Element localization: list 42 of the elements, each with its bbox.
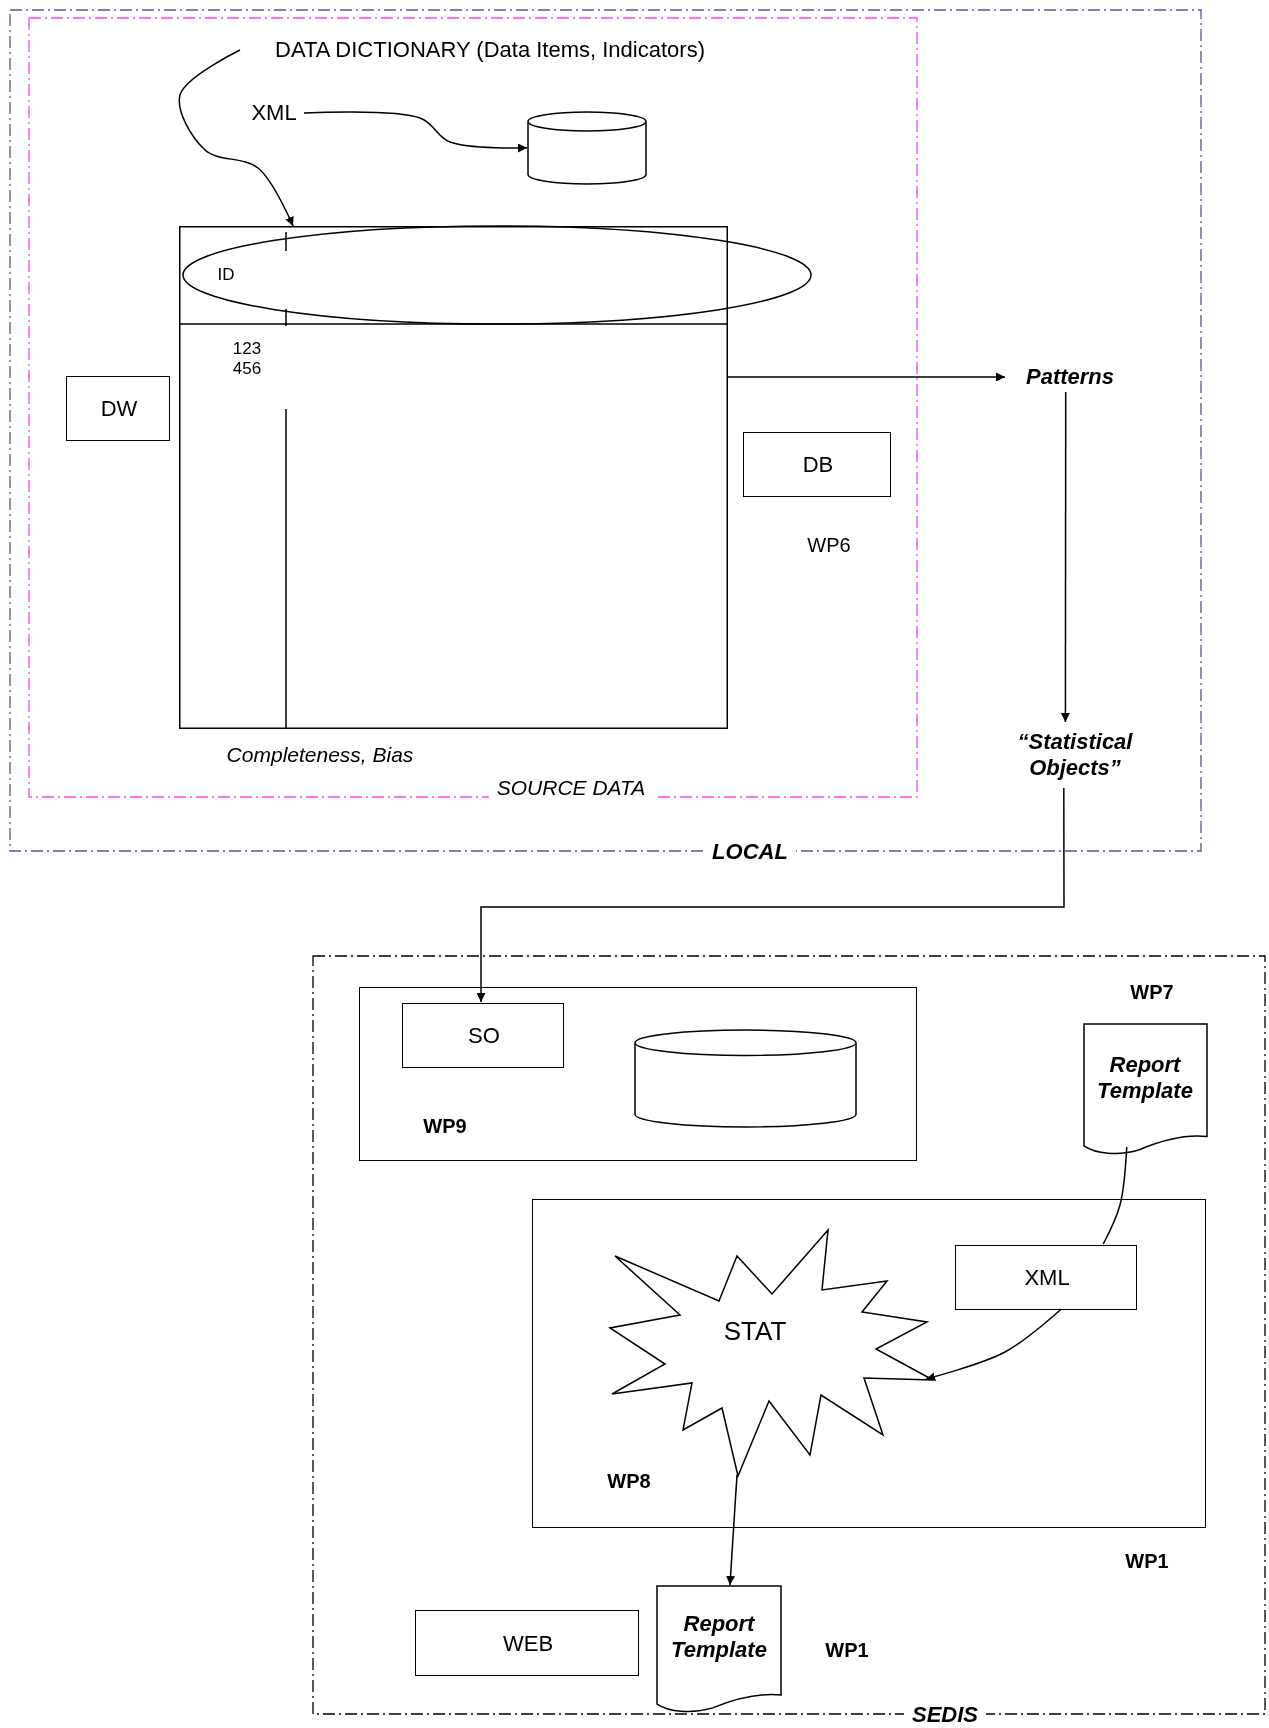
box-label: WP9 [423,1114,467,1138]
work-package-label: WP1 [825,1638,869,1662]
process-box [359,987,917,1161]
arrow [727,372,1006,382]
box-label: STAT [723,1316,787,1348]
database-cylinder [634,1030,857,1128]
text-label: “Statistical Objects” [995,722,1155,788]
ellipse-highlight [182,225,812,325]
connector-line [1102,1146,1128,1245]
box-label: ID [217,264,235,286]
box-label: DW [100,395,138,423]
process-box [955,1245,1137,1310]
process-box [66,376,170,441]
work-package-label: WP6 [807,533,851,557]
text-label: DATA DICTIONARY (Data Items, Indicators) [240,35,740,65]
dashed-region [28,17,918,798]
document-shape [656,1585,782,1713]
database-cylinder [527,112,647,185]
text-label: XML [244,98,304,128]
work-package-label: WP1 [1125,1549,1169,1573]
arrow [178,49,294,227]
box-label: WP8 [607,1469,651,1493]
process-box [415,1610,639,1676]
arrow [1060,391,1070,723]
box-label: XML [1024,1264,1070,1292]
work-package-label: WP7 [1130,980,1174,1004]
arrow [726,1474,738,1586]
process-box [532,1199,1206,1528]
process-box [743,432,891,497]
arrow [476,787,1065,1003]
box-label: DB [802,451,834,479]
document-shape [1083,1023,1208,1155]
caption-text: Completeness, Bias [226,742,414,768]
box-label: SO [468,1022,500,1050]
box-label: Report Template [670,1610,768,1664]
arrow [925,1308,1063,1382]
arrow [303,111,528,153]
box-label: Report Template [1096,1051,1194,1105]
box-label: 123 456 [231,338,263,380]
box-label: WEB [502,1630,554,1658]
process-box [402,1003,564,1068]
text-label: Patterns [1005,362,1135,392]
